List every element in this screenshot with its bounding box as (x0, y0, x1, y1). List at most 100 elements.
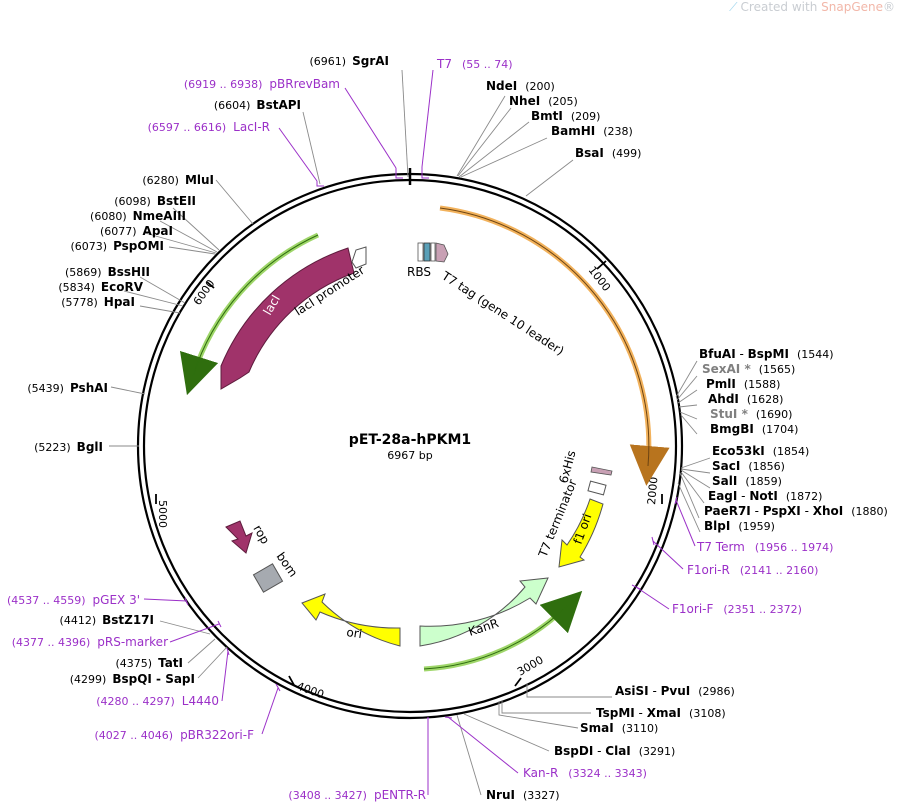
primer-markers (143, 69, 696, 795)
site-right-13-pos: (1859) (745, 475, 782, 488)
tick-mark-6000 (206, 281, 215, 289)
tick-2000: 2000 (645, 476, 660, 505)
primer-8-range: (4280 .. 4297) (96, 695, 175, 708)
plasmid-size: 6967 bp (387, 449, 432, 462)
site-left-8-name: EcoRV (101, 280, 144, 294)
site-left-10-pos: (5439) (27, 382, 64, 395)
site-left-14-name: BspQI - SapI (112, 672, 195, 686)
site-right-5-part-0: BfuAI (699, 347, 736, 361)
site-right-15-pos: (1880) (851, 505, 888, 518)
site-right-13-part-0: SalI (712, 474, 737, 488)
site-left-5: (6077)ApaI (100, 224, 173, 238)
site-left-3-name: BstEII (157, 194, 196, 208)
site-right-8: AhdI(1628) (708, 392, 783, 406)
primer-4-name: F1ori-R (687, 563, 730, 577)
site-right-15-part-4: XhoI (813, 504, 844, 518)
site-left-5-pos: (6077) (100, 225, 137, 238)
site-right-5: BfuAI - BspMI(1544) (699, 347, 834, 361)
site-right-18-pos: (3108) (689, 707, 726, 720)
site-leaders (109, 69, 711, 796)
site-right-2-part-0: BmtI (531, 109, 563, 123)
snapgene-watermark: ⟋Created with SnapGene® (729, 0, 895, 15)
site-right-12: SacI(1856) (712, 459, 785, 473)
snapgene-logo-icon: ⟋ (729, 0, 738, 14)
site-left-6-name: PspOMI (113, 239, 164, 253)
site-right-5-part-2: BspMI (748, 347, 789, 361)
site-left-10-name: PshAI (70, 381, 108, 395)
site-right-17-part-2: PvuI (661, 684, 691, 698)
tick-mark-3000 (514, 677, 522, 687)
site-left-2-pos: (6280) (142, 174, 179, 187)
site-right-15-part-0: PaeR7I (704, 504, 751, 518)
site-left-9: (5778)HpaI (61, 295, 135, 309)
site-right-2: BmtI (209) (531, 109, 600, 123)
site-right-6-part-0: SexAI * (702, 362, 751, 376)
site-right-9-part-0: StuI * (710, 407, 749, 421)
site-right-21: NruI(3327) (486, 788, 560, 802)
site-right-12-part-0: SacI (712, 459, 740, 473)
site-right-14-part-1: - (737, 489, 749, 503)
primer-10-name: Kan-R (523, 766, 558, 780)
feature-t7-terminator (587, 480, 607, 496)
site-right-17-part-1: - (649, 684, 661, 698)
primer-label-2: (6597 .. 6616)LacI-R (148, 120, 270, 134)
site-left-0-name: SgrAI (352, 54, 389, 68)
site-left-13-name: TatI (158, 656, 183, 670)
feature-laci-promoter (351, 246, 367, 269)
site-left-4-pos: (6080) (90, 210, 127, 223)
watermark-brand: SnapGene (821, 0, 883, 14)
site-right-18-part-2: XmaI (647, 706, 681, 720)
site-left-1-name: BstAPI (256, 98, 301, 112)
primer-4-range: (2141 .. 2160) (740, 564, 819, 577)
site-left-6-pos: (6073) (70, 240, 107, 253)
site-right-14-part-0: EagI (708, 489, 737, 503)
primer-1-range: (6919 .. 6938) (184, 78, 263, 91)
primer-label-3: T7 Term(1956 .. 1974) (696, 540, 833, 554)
site-right-1-part-0: NheI (509, 94, 540, 108)
site-left-0: (6961)SgrAI (310, 54, 389, 68)
site-right-18: TspMI - XmaI(3108) (596, 706, 726, 720)
site-right-0-part-0: NdeI (486, 79, 517, 93)
primer-11-name: pENTR-R (374, 788, 426, 802)
site-right-1: NheI (205) (509, 94, 578, 108)
primer-label-7: (4377 .. 4396)pRS-marker (12, 635, 168, 649)
site-right-2-pos: (209) (571, 110, 601, 123)
site-right-20-pos: (3291) (639, 745, 676, 758)
primer-5-name: F1ori-F (672, 602, 713, 616)
site-left-4: (6080)NmeAIII (90, 209, 186, 223)
primer-11-range: (3408 .. 3427) (288, 789, 367, 802)
site-left-12-name: BstZ17I (102, 613, 154, 627)
site-left-6: (6073) PspOMI (70, 239, 164, 253)
site-right-9: StuI *(1690) (710, 407, 792, 421)
feature-t7tag-label: T7 tag (gene 10 leader) (439, 268, 567, 358)
site-right-17-pos: (2986) (698, 685, 735, 698)
site-left-12: (4412)BstZ17I (60, 613, 154, 627)
site-right-17-part-0: AsiSI (615, 684, 649, 698)
site-right-19-pos: (3110) (622, 722, 659, 735)
tick-mark-1000 (596, 260, 607, 270)
primer-5-range: (2351 .. 2372) (723, 603, 802, 616)
site-left-7-pos: (5869) (65, 266, 102, 279)
site-right-11-part-0: Eco53kI (712, 444, 765, 458)
site-left-2: (6280)MluI (142, 173, 214, 187)
feature-rbs-t7tag (417, 242, 449, 263)
site-right-0: NdeI(200) (486, 79, 555, 93)
site-left-14: (4299)BspQI - SapI (70, 672, 195, 686)
primer-8-name: L4440 (182, 694, 219, 708)
site-left-8-pos: (5834) (58, 281, 95, 294)
site-right-15: PaeR7I - PspXI - XhoI(1880) (704, 504, 888, 518)
primer-label-11: (3408 .. 3427) pENTR-R (288, 788, 426, 802)
feature-kanr-label: KanR (467, 616, 501, 639)
site-right-14-pos: (1872) (786, 490, 823, 503)
site-right-20-part-2: ClaI (605, 744, 630, 758)
site-right-4-part-0: BsaI (575, 146, 604, 160)
site-right-7: PmlI(1588) (706, 377, 780, 391)
ticks: 1000 2000 3000 4000 5000 6000 (155, 260, 663, 701)
site-left-11: (5223)BglI (34, 440, 103, 454)
feature-rop (225, 520, 253, 554)
feature-6xhis (590, 466, 613, 476)
site-right-1-pos: (205) (548, 95, 578, 108)
orf-arc-green-kan-core (423, 604, 569, 670)
site-right-8-part-0: AhdI (708, 392, 739, 406)
